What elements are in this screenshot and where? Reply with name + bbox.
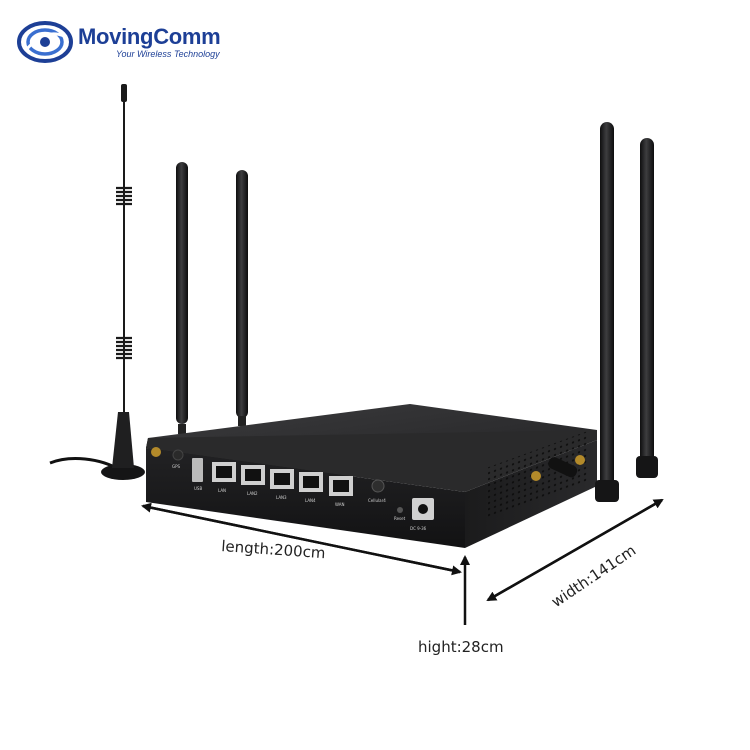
lan-port-2: LAN2: [241, 465, 265, 496]
svg-text:WAN: WAN: [335, 502, 344, 507]
magnetic-antenna: [49, 84, 145, 480]
lan-port-3: LAN3: [270, 469, 294, 500]
svg-text:LAN2: LAN2: [247, 491, 258, 496]
wan-port: WAN: [329, 476, 353, 507]
antenna-right-2: [636, 138, 658, 478]
swirl-logo-icon: [17, 21, 73, 63]
svg-text:LAN4: LAN4: [305, 498, 316, 503]
brand-name: MovingComm: [78, 24, 221, 49]
antenna-left-2: [236, 170, 248, 426]
antenna-front-stub: [548, 457, 578, 478]
height-label: hight:28cm: [418, 638, 504, 656]
antenna-right-1: [595, 122, 619, 502]
lan-port-1: LAN: [212, 462, 236, 493]
svg-text:LAN: LAN: [218, 488, 226, 493]
svg-text:LAN3: LAN3: [276, 495, 287, 500]
cellular-button-label: Cellular4: [368, 498, 386, 503]
lan-port-4: LAN4: [299, 472, 323, 503]
power-label: DC 9-36: [410, 526, 427, 531]
sma-connectors: [151, 447, 585, 481]
reset-label: Reset: [394, 516, 406, 521]
dimension-arrows: [141, 498, 664, 625]
usb-label: USB: [194, 486, 202, 491]
front-panel: GPS USB LAN LAN2 LAN3 LAN4 WAN C: [172, 449, 434, 531]
brand-logo: MovingComm Your Wireless Technology: [18, 18, 238, 68]
gps-label: GPS: [172, 464, 181, 469]
brand-tagline: Your Wireless Technology: [116, 49, 220, 59]
antenna-left-1: [176, 162, 188, 434]
length-arrow-end: [142, 504, 462, 576]
width-arrow-end: [486, 498, 663, 602]
